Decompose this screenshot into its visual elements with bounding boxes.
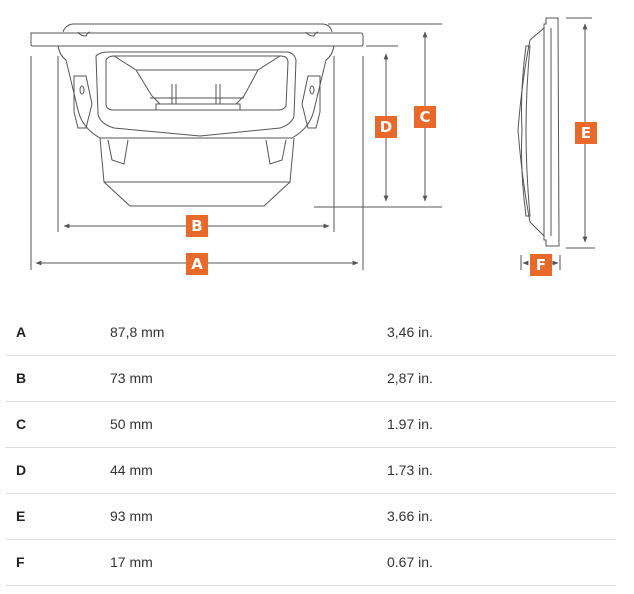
table-row: B 73 mm 2,87 in. — [6, 356, 616, 402]
label-badge-e: E — [575, 122, 597, 144]
dimension-mm: 87,8 mm — [110, 324, 165, 340]
dimension-inches: 0.67 in. — [387, 554, 433, 570]
dimension-label: C — [16, 416, 27, 432]
dimension-label: B — [16, 370, 27, 386]
label-badge-d: D — [375, 116, 397, 138]
speaker-side-view — [517, 17, 595, 270]
dimensions-table: A 87,8 mm 3,46 in. B 73 mm 2,87 in. C 50… — [6, 310, 616, 586]
dimension-inches: 2,87 in. — [387, 370, 433, 386]
dimension-inches: 3,46 in. — [387, 324, 433, 340]
table-row: D 44 mm 1.73 in. — [6, 448, 616, 494]
label-badge-c: C — [414, 106, 436, 128]
dimension-inches: 1.73 in. — [387, 462, 433, 478]
label-badge-f: F — [530, 254, 552, 276]
dimension-mm: 17 mm — [110, 554, 153, 570]
dimension-mm: 93 mm — [110, 508, 153, 524]
table-row: F 17 mm 0.67 in. — [6, 540, 616, 586]
label-badge-a: A — [186, 253, 208, 275]
dimension-mm: 44 mm — [110, 462, 153, 478]
table-row: C 50 mm 1.97 in. — [6, 402, 616, 448]
table-row: E 93 mm 3.66 in. — [6, 494, 616, 540]
speaker-front-view — [30, 23, 364, 207]
dimension-mm: 50 mm — [110, 416, 153, 432]
dimension-mm: 73 mm — [110, 370, 153, 386]
dimension-drawing: A B C D E F — [0, 0, 634, 290]
dimension-label: F — [16, 554, 25, 570]
dimension-inches: 3.66 in. — [387, 508, 433, 524]
speaker-line-drawing — [30, 17, 595, 270]
dimension-inches: 1.97 in. — [387, 416, 433, 432]
dimension-label: D — [16, 462, 27, 478]
dimension-label: A — [16, 324, 27, 340]
table-row: A 87,8 mm 3,46 in. — [6, 310, 616, 356]
dimension-label: E — [16, 508, 26, 524]
dimension-lines-front — [30, 23, 442, 270]
label-badge-b: B — [186, 215, 208, 237]
